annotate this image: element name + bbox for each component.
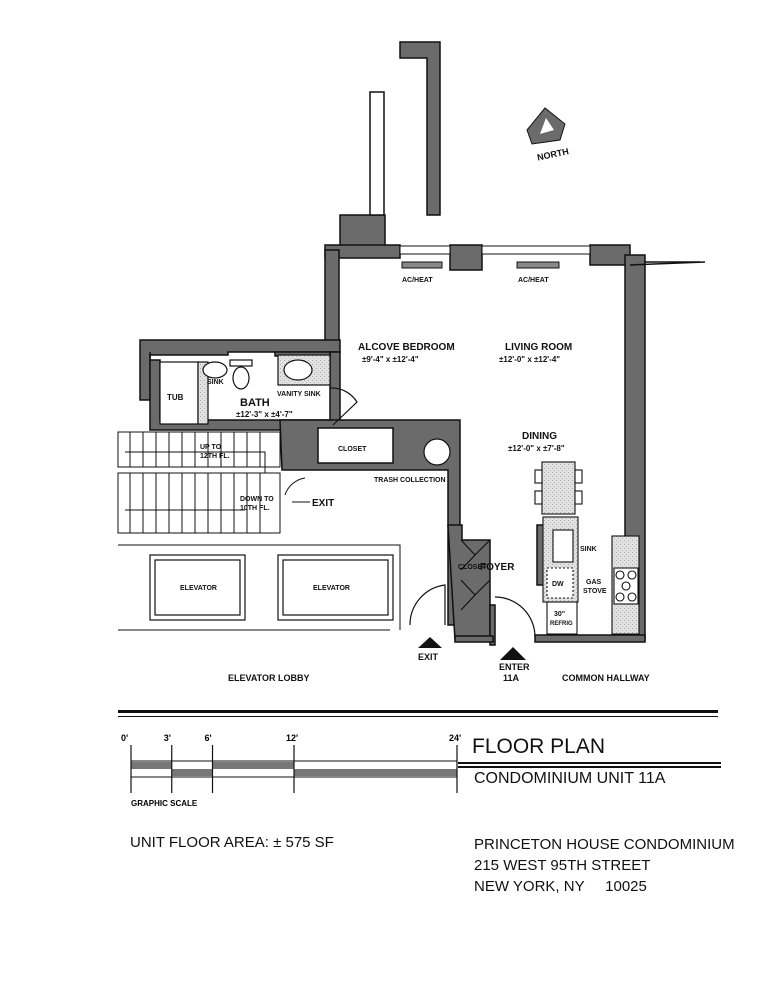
elevator-lobby-label: ELEVATOR LOBBY — [228, 673, 310, 683]
walls — [139, 41, 646, 646]
bath-fixtures — [159, 354, 451, 466]
dishwasher-label: DW — [552, 581, 564, 588]
stairs — [117, 431, 401, 631]
address-block: PRINCETON HOUSE CONDOMINIUM 215 WEST 95T… — [474, 834, 735, 897]
north-arrow-icon: NORTH — [526, 107, 570, 163]
city-state-zip: NEW YORK, NY 10025 — [474, 878, 647, 895]
stairs-up-label: UP TO — [200, 444, 222, 451]
enter-label: ENTER — [499, 662, 530, 672]
vanity-sink-label: VANITY SINK — [277, 391, 321, 398]
stairs-down-label: 10TH FL. — [240, 505, 270, 512]
closet-label: CLOSET — [458, 564, 487, 571]
alcove-bedroom-dims: ±9'-4" x ±12'-4" — [362, 355, 419, 364]
scale-segment — [131, 762, 172, 769]
living-room-dims: ±12'-0" x ±12'-4" — [499, 355, 560, 364]
sheet-subtitle: CONDOMINIUM UNIT 11A — [474, 770, 666, 787]
graphic-scale-label: GRAPHIC SCALE — [131, 799, 198, 808]
scale-segment — [171, 769, 213, 776]
exit-door-label: EXIT — [418, 652, 439, 662]
gas-stove-label: GAS — [586, 579, 602, 586]
gas-stove-label: STOVE — [583, 588, 607, 595]
closet-label: CLOSET — [338, 446, 367, 453]
bath-sink-label: SINK — [207, 379, 224, 386]
elevator-label: ELEVATOR — [313, 585, 350, 592]
graphic-scale: 0' 3' 6' 12' 24' GRAPHIC SCALE — [121, 733, 461, 808]
refrigerator-label: 30" — [554, 611, 565, 618]
scale-tick-label: 12' — [286, 733, 298, 743]
exit-arrow-icon — [418, 637, 442, 648]
elevator-label: ELEVATOR — [180, 585, 217, 592]
bath-dims: ±12'-3" x ±4'-7" — [236, 410, 293, 419]
scale-segment — [212, 762, 294, 769]
enter-arrow-icon — [500, 647, 526, 660]
scale-tick-label: 6' — [205, 733, 212, 743]
stairs-down-label: DOWN TO — [240, 496, 274, 503]
sheet-title: FLOOR PLAN — [472, 735, 606, 758]
divider — [118, 710, 718, 713]
unit-floor-area: UNIT FLOOR AREA: ± 575 SF — [130, 834, 334, 851]
stairs-up-label: 12TH FL. — [200, 453, 230, 460]
north-label: NORTH — [536, 146, 569, 162]
scale-segment — [294, 769, 457, 776]
tub-label: TUB — [167, 393, 184, 402]
ac-heat-label: AC/HEAT — [402, 277, 433, 284]
doors — [409, 539, 536, 638]
enter-label: 11A — [503, 673, 520, 683]
building-name: PRINCETON HOUSE CONDOMINIUM — [474, 836, 735, 853]
windows — [399, 245, 591, 269]
kitchen-sink-label: SINK — [580, 546, 597, 553]
bath-label: BATH — [240, 397, 270, 409]
trash-collection-label: TRASH COLLECTION — [374, 477, 446, 484]
dining-label: DINING — [522, 431, 557, 442]
common-hallway-label: COMMON HALLWAY — [562, 673, 650, 683]
living-room-label: LIVING ROOM — [505, 342, 572, 353]
elevators — [149, 554, 394, 621]
alcove-bedroom-label: ALCOVE BEDROOM — [358, 342, 455, 353]
scale-tick-label: 0' — [121, 733, 128, 743]
scale-tick-label: 24' — [449, 733, 461, 743]
kitchen-and-dining — [534, 461, 640, 635]
refrigerator-label: REFRIG — [550, 621, 573, 627]
street-address: 215 WEST 95TH STREET — [474, 857, 651, 874]
dining-dims: ±12'-0" x ±7'-8" — [508, 444, 565, 453]
ac-heat-label: AC/HEAT — [518, 277, 549, 284]
exit-sign-label: EXIT — [312, 498, 334, 509]
scale-tick-label: 3' — [164, 733, 171, 743]
foyer-label: FOYER — [480, 562, 515, 573]
